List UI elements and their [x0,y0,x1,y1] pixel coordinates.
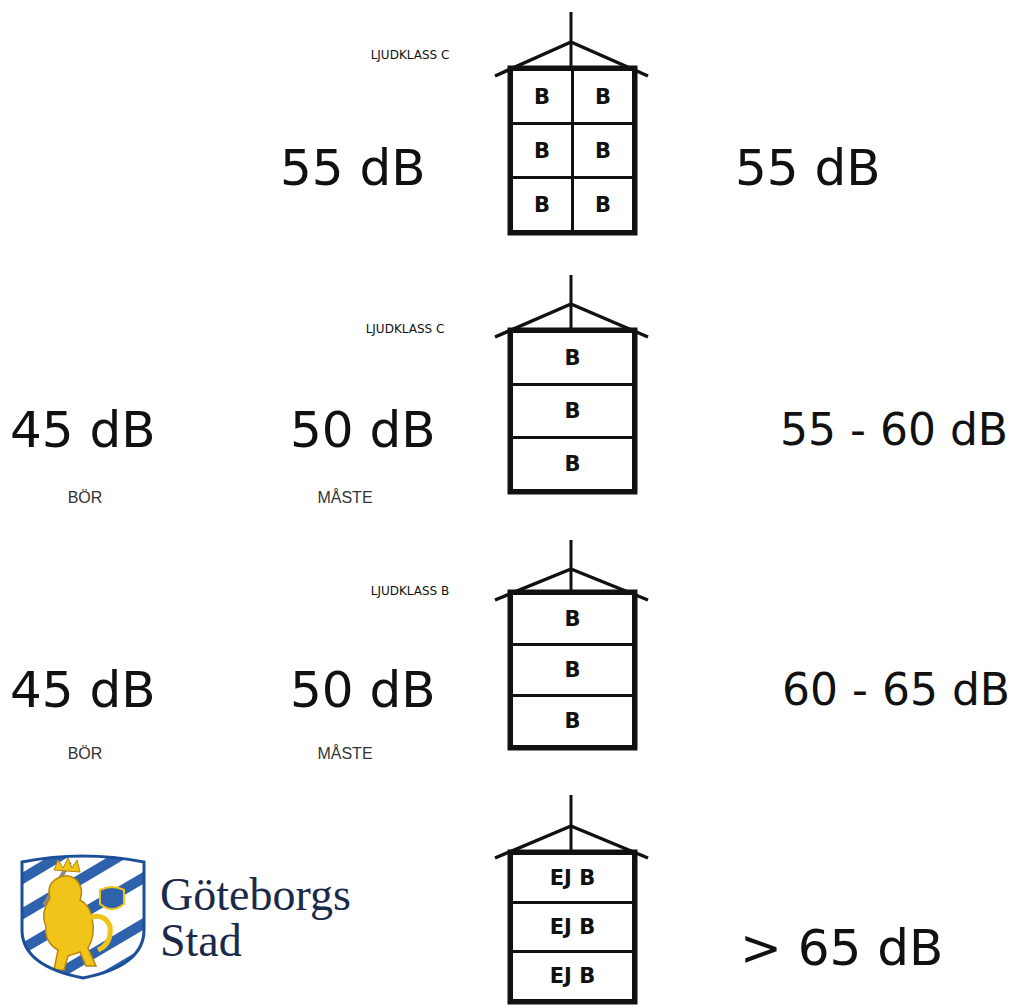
room-label: B [564,399,580,423]
room-label: B [564,658,580,682]
city-shield [10,850,160,985]
requirement-note: MÅSTE [317,489,372,507]
shield-stripes [10,850,160,985]
room-label: B [534,85,550,109]
apartment-room: B [571,122,635,179]
decibel-range: 55 - 60 dB [780,406,1008,454]
room-label: B [564,346,580,370]
apartment-room: B [510,176,574,233]
requirement-note: BÖR [68,745,103,763]
room-label: B [534,193,550,217]
apartment-room: B [510,122,574,179]
roof-pole [570,540,573,592]
house-wall [509,67,636,234]
roof-pole [570,12,573,68]
apartment-room: B [510,694,635,748]
decibel-value: 55 dB [280,141,426,196]
room-label: B [534,139,550,163]
apartment-room: B [510,383,635,439]
house-drawings [495,12,648,1003]
room-label: B [564,452,580,476]
sound-class-label: LJUDKLASS B [365,585,455,598]
roof [495,569,648,600]
room-label: B [595,193,611,217]
room-label: B [564,607,580,631]
room-label: EJ B [550,866,595,890]
decibel-value: 50 dB [290,403,436,458]
apartment-room: B [510,592,635,646]
house-wall [509,329,636,493]
apartment-room: B [571,176,635,233]
requirement-note: BÖR [68,489,103,507]
room-label: B [595,85,611,109]
room-label: EJ B [550,964,595,988]
city-logo-text: Göteborgs Stad [160,872,410,964]
room-label: B [595,139,611,163]
decibel-value: 45 dB [10,403,156,458]
decibel-range: > 65 dB [740,921,943,976]
decibel-value: 55 dB [735,141,881,196]
apartment-room: B [510,68,574,125]
apartment-room: EJ B [510,852,635,904]
sound-class-label: LJUDKLASS C [360,323,450,336]
house-wall [509,591,636,749]
room-label: EJ B [550,915,595,939]
room-label: B [564,709,580,733]
sound-class-label: LJUDKLASS C [365,49,455,62]
roof-pole [570,795,573,852]
decibel-range: 60 - 65 dB [782,666,1010,714]
apartment-room: EJ B [510,950,635,1002]
apartment-room: B [571,68,635,125]
apartment-room: B [510,436,635,492]
apartment-room: EJ B [510,901,635,953]
apartment-room: B [510,330,635,386]
decibel-value: 50 dB [290,663,436,718]
decibel-value: 45 dB [10,663,156,718]
apartment-room: B [510,643,635,697]
requirement-note: MÅSTE [317,745,372,763]
house-wall [509,851,636,1003]
lion [44,858,124,970]
